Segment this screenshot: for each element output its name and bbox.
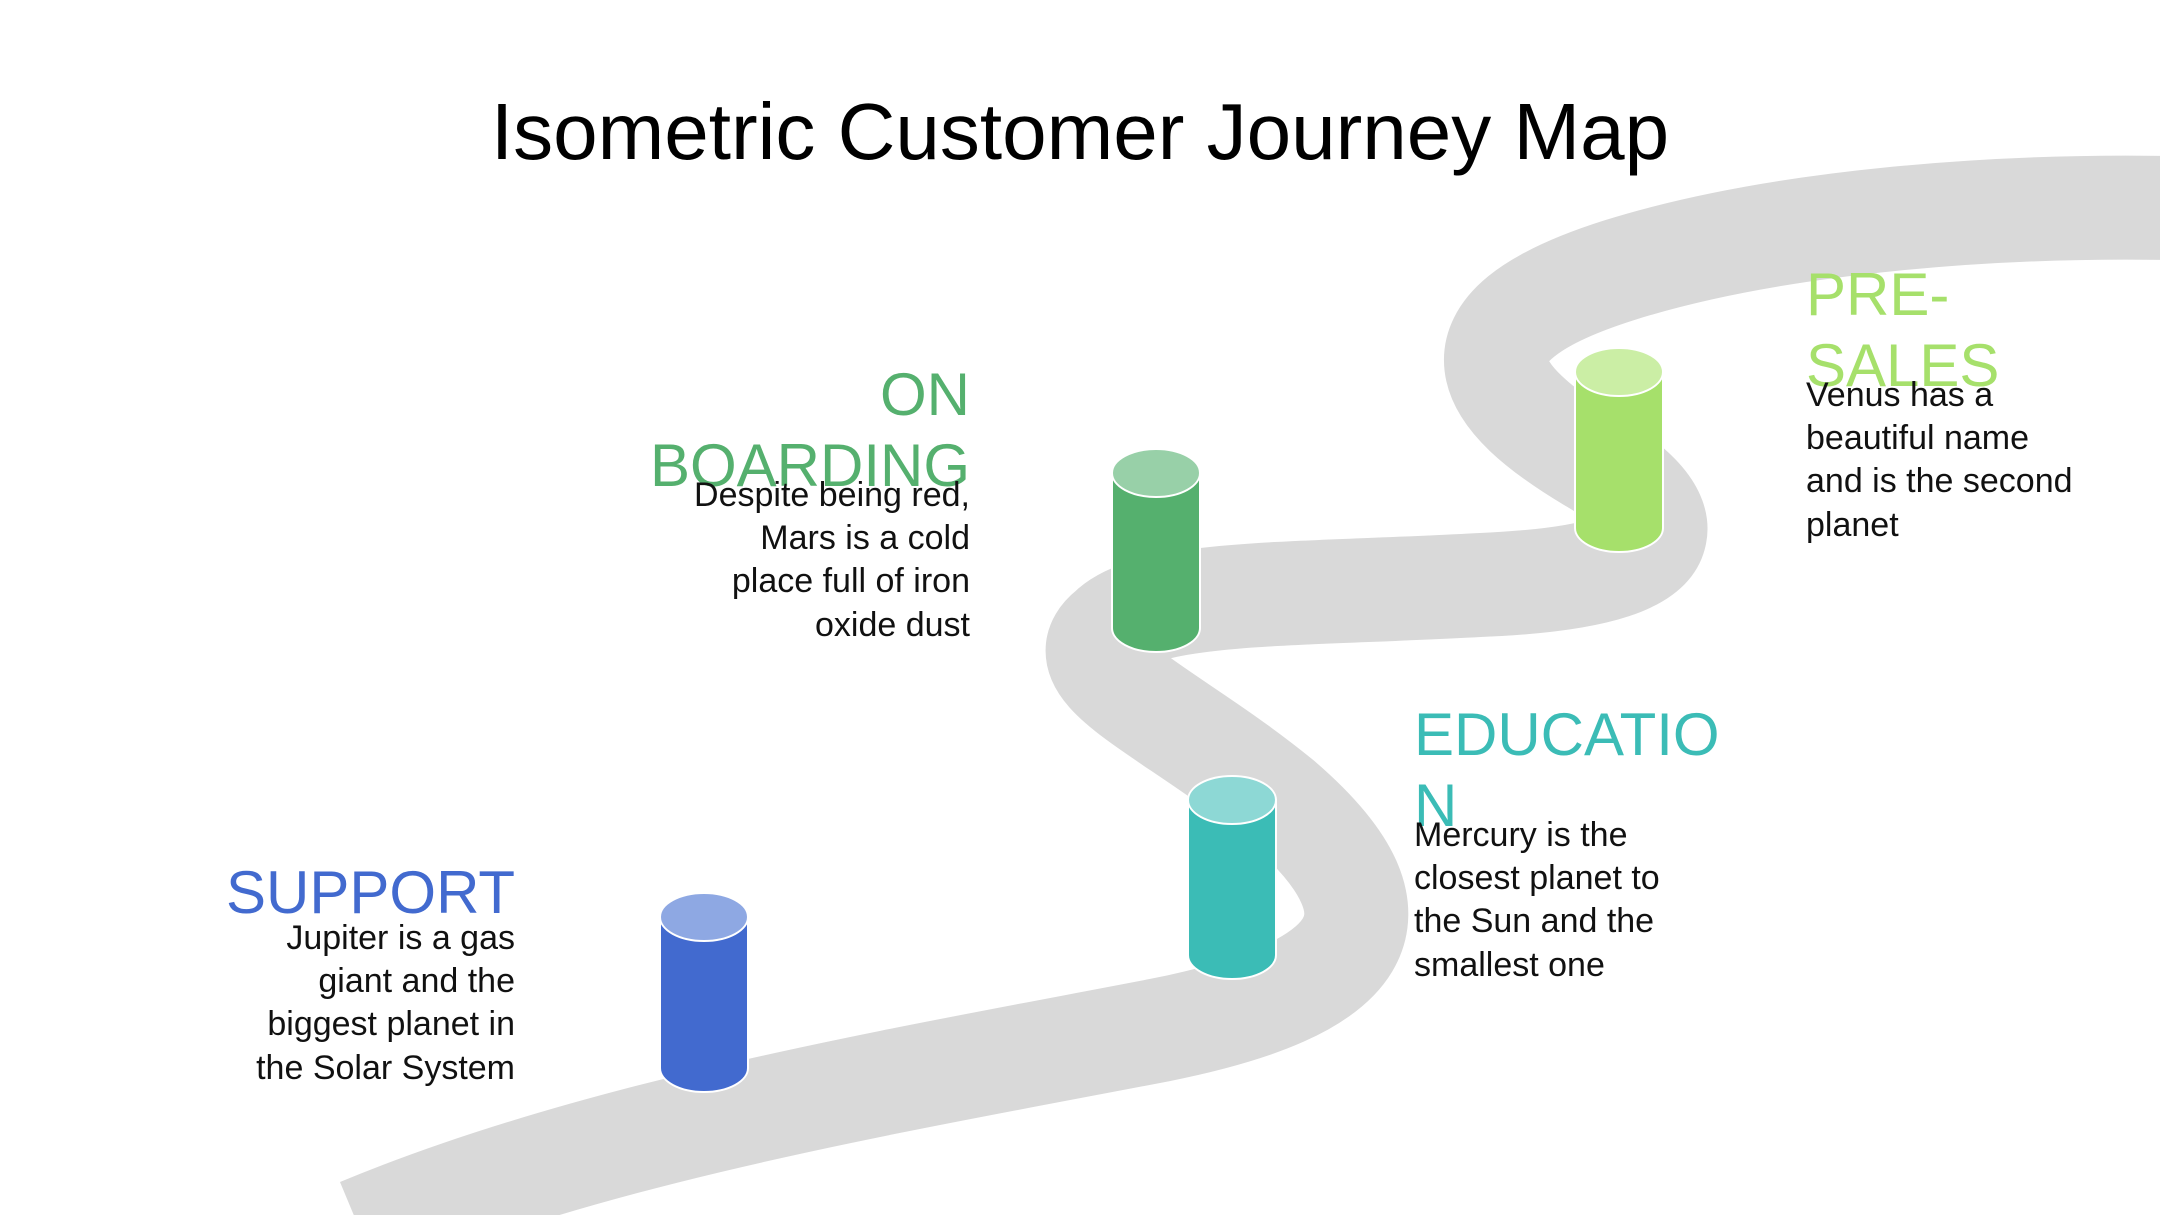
- stage-support-label: SUPPORT: [226, 859, 515, 926]
- cylinder-presales-body: [1574, 371, 1664, 553]
- cylinder-education-body: [1187, 799, 1277, 980]
- cylinder-education: [1187, 775, 1277, 980]
- cylinder-presales-top: [1574, 347, 1664, 397]
- cylinder-support-top: [659, 892, 749, 942]
- cylinder-presales: [1574, 347, 1664, 553]
- cylinder-onboarding: [1111, 448, 1201, 653]
- stage-onboarding-label: ON BOARDING: [649, 361, 970, 499]
- cylinder-support-body: [659, 916, 749, 1093]
- page-title: Isometric Customer Journey Map: [490, 87, 1670, 176]
- cylinder-support: [659, 892, 749, 1093]
- cylinder-onboarding-body: [1111, 472, 1201, 653]
- stage-education-label: EDUCATIO N: [1414, 701, 1720, 839]
- stage-presales-description: Venus has a beautiful name and is the se…: [1806, 376, 2073, 544]
- cylinder-education-top: [1187, 775, 1277, 825]
- stage-education-description: Mercury is the closest planet to the Sun…: [1414, 816, 1660, 984]
- cylinder-onboarding-top: [1111, 448, 1201, 498]
- stage-onboarding-description: Despite being red, Mars is a cold place …: [694, 476, 970, 644]
- stage-support-description: Jupiter is a gas giant and the biggest p…: [256, 919, 515, 1087]
- road-surface: [340, 155, 2160, 1215]
- stage-presales-label: PRE- SALES: [1806, 261, 2000, 399]
